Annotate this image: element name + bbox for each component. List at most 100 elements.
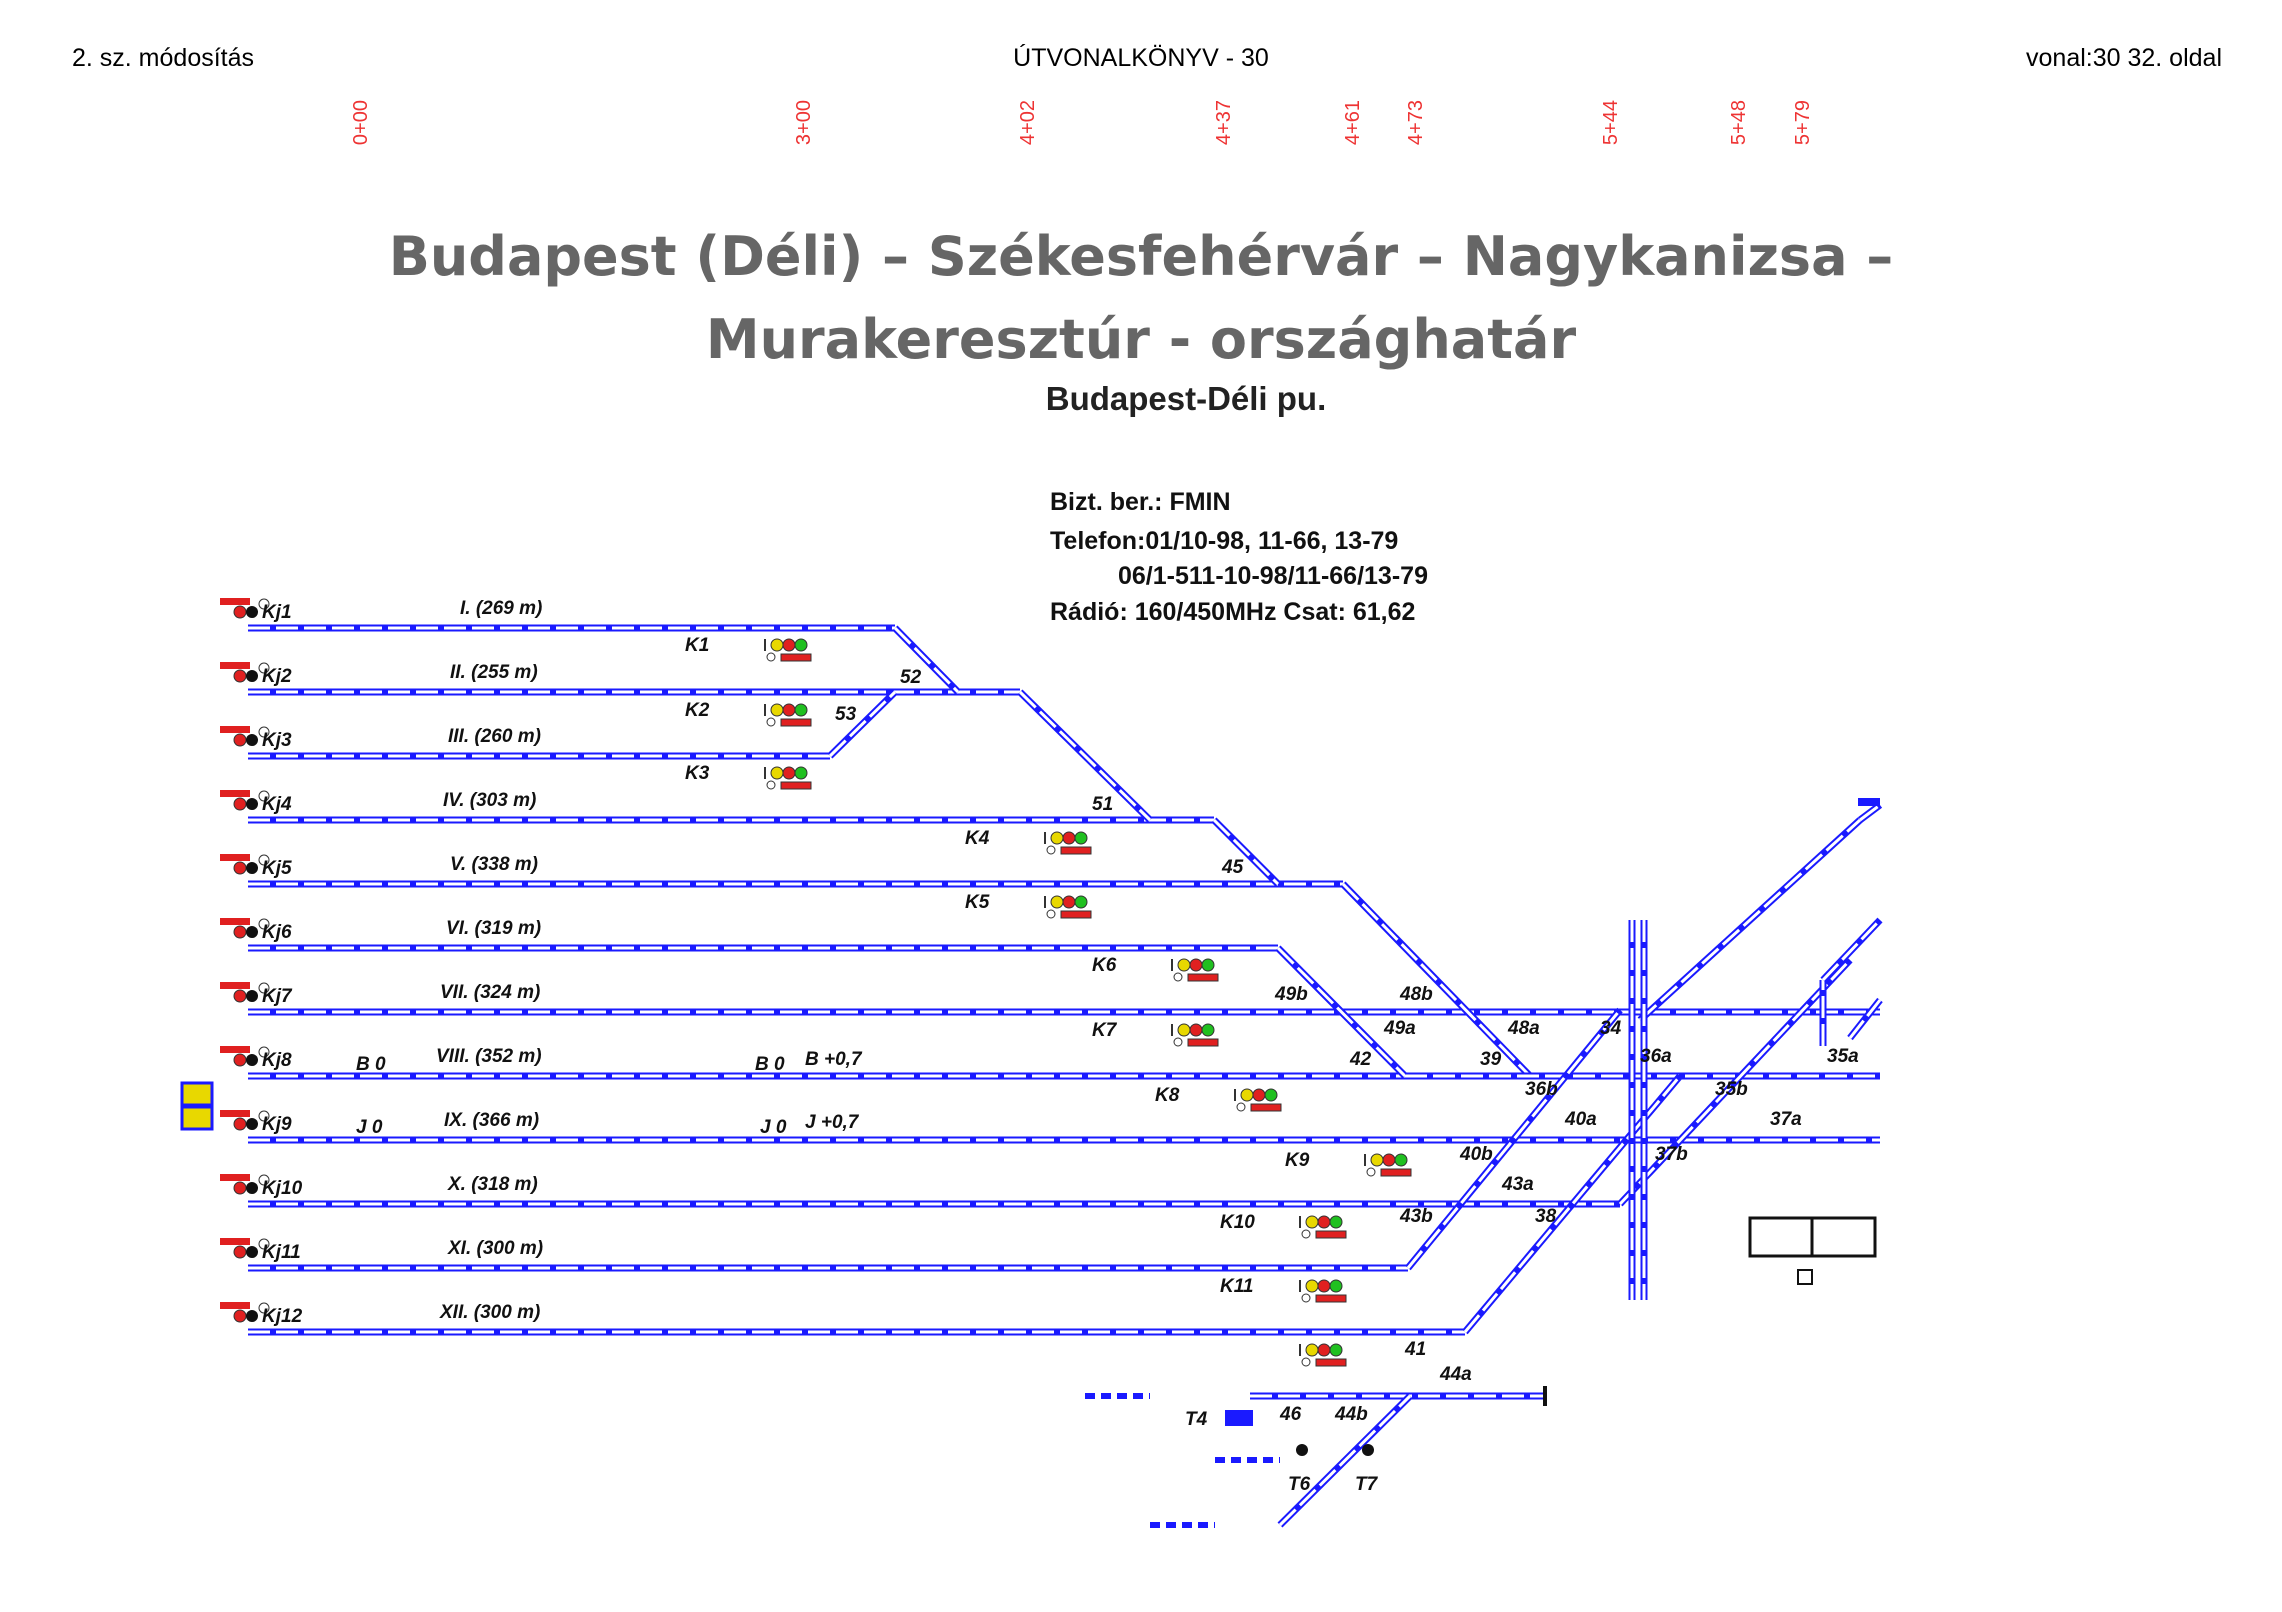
route-marker-b-plus: B +0,7 [805, 1049, 863, 1070]
entry-signal-plate [220, 1046, 250, 1053]
switch-label: 41 [1404, 1339, 1426, 1360]
exit-signal-K9-lamp [1366, 1167, 1376, 1177]
switch-label: 53 [835, 704, 857, 725]
switch-label: 51 [1092, 794, 1113, 815]
entry-signal-label: Kj11 [262, 1242, 301, 1263]
phone-info: Telefon:01/10-98, 11-66, 13-79 [1050, 527, 1399, 555]
entry-signal-label: Kj4 [262, 794, 292, 815]
exit-signal-label: K1 [685, 635, 709, 656]
exit-signal-K11-plate [1315, 1294, 1347, 1303]
exit-signal-K7-green-light [1201, 1023, 1215, 1037]
entry-signal-dark-light [246, 670, 258, 682]
switch-label: 46 [1279, 1404, 1302, 1425]
track-name: I. (269 m) [460, 598, 542, 619]
switch-label: 40a [1564, 1109, 1597, 1130]
entry-signal-red-light [233, 861, 247, 875]
exit-signal-K3-red-light [782, 766, 796, 780]
entry-signal-plate [220, 790, 250, 797]
connector-48b-inner [1341, 882, 1532, 1078]
switch-label: 49b [1274, 984, 1308, 1005]
switch-label: 43a [1501, 1174, 1534, 1195]
exit-signal-K1-lamp [766, 652, 776, 662]
exit-signal-K9-plate [1380, 1168, 1412, 1177]
exit-signal-K10-lamp [1301, 1229, 1311, 1239]
page-title-line2: Murakeresztúr - országhatár [705, 308, 1577, 371]
entry-signal-dark-light [246, 1310, 258, 1322]
switch-label: 43b [1399, 1206, 1433, 1227]
entry-signal-plate [220, 918, 250, 925]
exit-signal-K8-lamp [1236, 1102, 1246, 1112]
switch-label: 36a [1640, 1046, 1672, 1067]
route-marker-b-start: B 0 [755, 1054, 785, 1075]
exit-signal-K1-yellow-light [770, 638, 784, 652]
entry-signal-lamp [258, 982, 270, 994]
exit-signal-K6-green-light [1201, 958, 1215, 972]
end-signal-icon [1858, 798, 1880, 806]
exit-signal-K2-plate [780, 718, 812, 727]
exit-signal-K6-red-light [1189, 958, 1203, 972]
exit-signal-K7-plate [1187, 1038, 1219, 1047]
entry-signal-lamp [258, 726, 270, 738]
entry-signal-plate [220, 1302, 250, 1309]
shunt-signal-label: T4 [1185, 1409, 1208, 1430]
exit-signal-K2-green-light [794, 703, 808, 717]
exit-signal-K11-green-light [1329, 1279, 1343, 1293]
exit-signal-K7-yellow-light [1177, 1023, 1191, 1037]
entry-signal-plate [220, 1110, 250, 1117]
exit-signal-K9-red-light [1382, 1153, 1396, 1167]
connector-53-inner [828, 690, 897, 758]
switch-label: 45 [1221, 857, 1244, 878]
exit-signal-K10-yellow-light [1305, 1215, 1319, 1229]
exit-signal-label: K5 [965, 892, 990, 913]
station-name: Budapest-Déli pu. [1045, 380, 1327, 417]
exit-signal-K2-lamp [766, 717, 776, 727]
exit-signal-K4-green-light [1074, 831, 1088, 845]
exit-signal-K3-yellow-light [770, 766, 784, 780]
shunt-signal-t7 [1362, 1444, 1374, 1456]
exit-signal-12-red-light [1317, 1343, 1331, 1357]
exit-signal-K8-green-light [1264, 1088, 1278, 1102]
switch-label: 40b [1459, 1144, 1493, 1165]
connector-35a-top-inner [1821, 918, 1882, 982]
shunt-signal-t4 [1225, 1410, 1253, 1426]
entry-signal-label: Kj6 [262, 922, 292, 943]
exit-signal-12-green-light [1329, 1343, 1343, 1357]
exit-signal-K3-plate [780, 781, 812, 790]
exit-signal-12-yellow-light [1305, 1343, 1319, 1357]
exit-signal-K3-green-light [794, 766, 808, 780]
entry-signal-dark-light [246, 1182, 258, 1194]
exit-signal-K4-lamp [1046, 845, 1056, 855]
route-marker-b0: B 0 [356, 1054, 386, 1075]
entry-signal-red-light [233, 1117, 247, 1131]
exit-signal-K4-yellow-light [1050, 831, 1064, 845]
exit-signal-K8-yellow-light [1240, 1088, 1254, 1102]
entry-signal-label: Kj9 [262, 1114, 292, 1135]
exit-signal-K5-green-light [1074, 895, 1088, 909]
entry-signal-red-light [233, 1309, 247, 1323]
exit-signal-label: K7 [1092, 1020, 1118, 1041]
switch-label: 36b [1525, 1079, 1558, 1100]
shunt-signal-t6 [1296, 1444, 1308, 1456]
entry-signal-plate [220, 1174, 250, 1181]
connector-51-inner [1018, 690, 1152, 822]
entry-signal-label: Kj10 [262, 1178, 303, 1199]
entry-signal-plate [220, 1238, 250, 1245]
entry-signal-label: Kj8 [262, 1050, 292, 1071]
switch-label: 48b [1399, 984, 1433, 1005]
entry-signal-dark-light [246, 1246, 258, 1258]
switch-label: 35b [1715, 1079, 1748, 1100]
route-marker-j0: J 0 [356, 1117, 383, 1138]
platform-marker-icon [1797, 1269, 1813, 1285]
exit-signal-K10-green-light [1329, 1215, 1343, 1229]
entry-signal-label: Kj12 [262, 1306, 303, 1327]
entry-signal-dark-light [246, 926, 258, 938]
switch-label: 37b [1655, 1144, 1688, 1165]
track-name: II. (255 m) [450, 662, 538, 683]
exit-signal-K1-green-light [794, 638, 808, 652]
switch-label: 38 [1535, 1206, 1557, 1227]
entry-signal-dark-light [246, 862, 258, 874]
entry-signal-red-light [233, 1053, 247, 1067]
entry-signal-label: Kj1 [262, 602, 292, 623]
switch-label: 35a [1827, 1046, 1859, 1067]
connector-34-end-inner [1859, 803, 1881, 822]
